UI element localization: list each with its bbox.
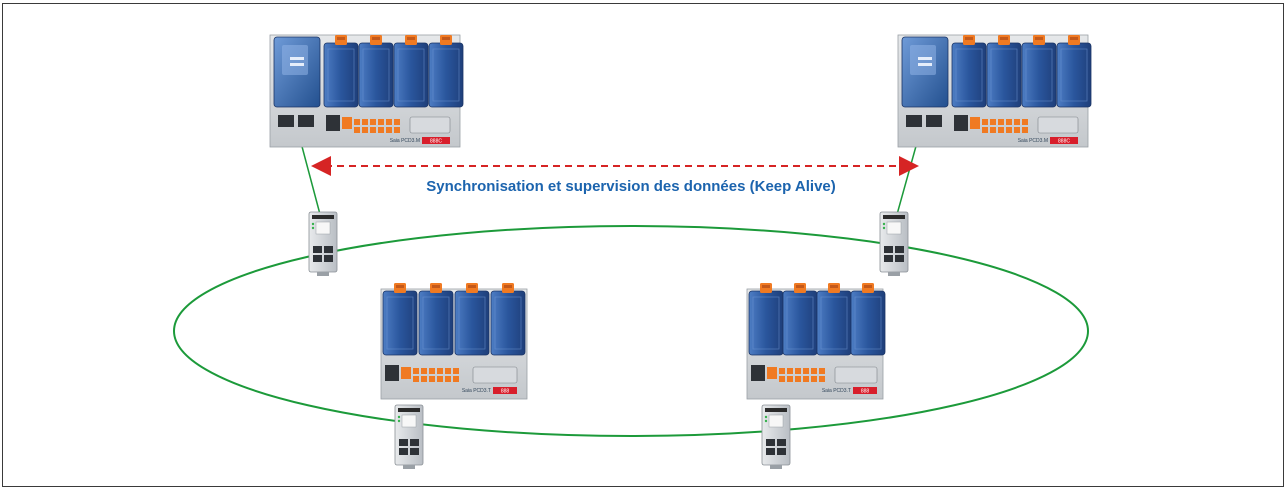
controller-model-label: Saia PCD3.T <box>822 388 851 394</box>
controller-badge: 888C <box>430 139 442 145</box>
uplink-right <box>895 138 919 219</box>
keep-alive-caption: Synchronisation et supervision des donné… <box>0 178 1288 195</box>
controller-badge: 888 <box>501 389 510 395</box>
industrial-ethernet-switch-icon <box>394 404 424 470</box>
controller-primary: Saia PCD3.M 888C <box>269 34 464 148</box>
controller-model-label: Saia PCD3.T <box>462 388 491 394</box>
controller-model-label: Saia PCD3.M <box>1018 138 1048 144</box>
controller-model-label: Saia PCD3.M <box>390 138 420 144</box>
ethernet-ring <box>173 225 1089 437</box>
industrial-ethernet-switch-icon <box>761 404 791 470</box>
controller-badge: 888 <box>861 389 870 395</box>
controller-badge: 888C <box>1058 139 1070 145</box>
controller-secondary: Saia PCD3.M 888C <box>897 34 1092 148</box>
controller-remote-2: Saia PCD3.T 888 <box>746 282 886 400</box>
controller-remote-1: Saia PCD3.T 888 <box>380 282 528 400</box>
industrial-ethernet-switch-icon <box>308 211 338 277</box>
industrial-ethernet-switch-icon <box>879 211 909 277</box>
caption-text: Synchronisation et supervision des donné… <box>426 178 836 195</box>
uplink-left <box>299 138 322 219</box>
